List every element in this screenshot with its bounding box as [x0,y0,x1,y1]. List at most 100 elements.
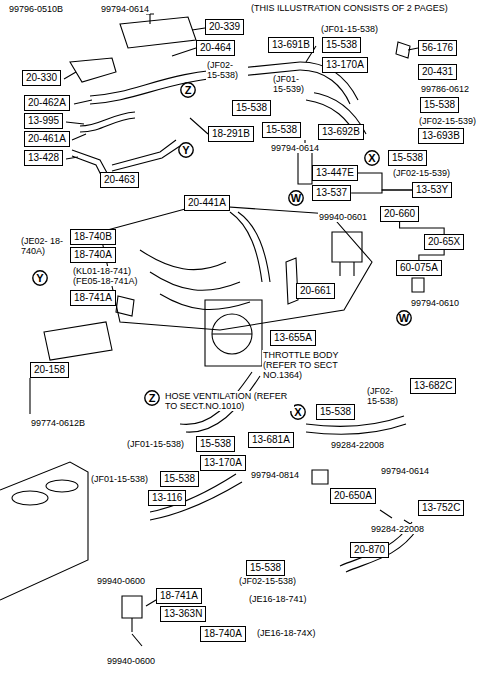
part-number: 15-538 [200,438,231,449]
part-number-box: 20-661 [296,283,335,299]
part-number-box: 13-691B [268,37,314,53]
part-number: 18-740A [74,249,112,260]
bracket [70,58,116,82]
part-number: 20-464 [200,42,231,53]
reference-circle: W [396,310,412,326]
bore [12,491,48,505]
part-number: 20-461A [28,133,66,144]
callout-label: 99794-0610 [410,298,460,308]
callout-label: 99794-0614 [380,466,430,476]
callout-label: (JE02- 18-740A) [20,236,66,256]
bracket-line [400,222,445,234]
leader [132,600,156,646]
part-number-box: 13-447E [312,165,358,181]
canister [30,296,134,414]
reference-circle: Y [32,270,48,286]
part-number: 13-655A [274,332,312,343]
callout-label: (JF01-15-538) [320,24,379,34]
part-number: 13-363N [164,608,202,619]
part-number: 13-537 [316,187,347,198]
part-number: 15-538 [326,39,357,50]
part-number-box: 20-461A [24,131,70,147]
hoses-top [64,28,418,159]
part-number-box: 15-538 [316,404,355,420]
part-number: 15-538 [250,562,281,573]
part-number-box: 13-752C [418,500,464,516]
callout-label: (KL01-18-741) (FE05-18-741A) [72,266,146,286]
part-number: 20-462A [28,97,66,108]
callout-label: (JF02-15-539) [418,116,477,126]
part-number: 18-291B [212,128,250,139]
part-number-box: 15-538 [388,150,427,166]
part-number-box: 15-538 [232,100,271,116]
callout-label: (JF01-15-538) [126,439,185,449]
part-number-box: 13-170A [322,57,368,73]
clip [396,42,410,58]
tube [90,70,300,104]
callout-label: 99940-0600 [96,576,146,586]
part-number: 18-741A [160,590,198,601]
part-number-box: 20-441A [184,195,230,211]
cylinder-block [0,462,156,646]
part-number: 18-741A [74,292,112,303]
part-number-box: 13-681A [248,432,294,448]
part-number-box: 13-363N [160,606,206,622]
callout-label: (JE16-18-741) [248,594,308,604]
plate [120,17,196,48]
callout-label: 99796-0510B [8,4,64,14]
part-number: 13-53Y [416,184,448,195]
callout-label: (JF02-15-538) [238,576,297,586]
canister-body [44,322,112,360]
circle-shape [289,191,303,205]
part-number: 20-431 [422,66,453,77]
part-number-box: 15-538 [196,436,235,452]
solenoid [332,232,362,276]
callout-label: 99794-0614 [270,143,320,153]
part-number-box: 13-537 [312,185,351,201]
part-number-box: 20-158 [30,362,69,378]
circle-shape [179,143,193,157]
callout-label: (JF01- 15-539) [272,74,314,94]
reference-circle: Z [144,390,160,406]
part-number: 15-538 [320,406,351,417]
callout-label: 99284-22008 [330,440,385,450]
bracket-line [351,190,412,193]
callout-label: (THIS ILLUSTRATION CONSISTS OF 2 PAGES) [250,3,449,13]
pipe [230,212,270,282]
reference-circle: Y [178,142,194,158]
leader [64,28,418,159]
part-number: 20-660 [384,208,415,219]
hose [306,92,366,138]
reference-circle: Z [180,82,196,98]
reference-circle: X [364,150,380,166]
callout-label: THROTTLE BODY (REFER TO SECT NO.1364) [262,350,374,380]
callout-label: 99774-0612B [30,418,86,428]
part-number: 13-691B [272,39,310,50]
part-number: 18-740A [204,628,242,639]
part-number-box: 20-65X [424,234,464,250]
part-number: 20-463 [104,174,135,185]
part-number-box: 20-464 [196,40,235,56]
part-number-box: 20-650A [330,488,376,504]
callout-label: (JE16-18-74X) [256,628,317,638]
part-number-box: 13-428 [24,150,63,166]
part-number: W [396,310,412,326]
bore [46,480,78,492]
sensor [412,278,424,292]
pipe [80,112,135,132]
part-number: W [288,190,304,206]
part-number-box: 20-330 [22,70,61,86]
part-number-box: 20-462A [24,95,70,111]
circle-shape [145,391,159,405]
part-number-box: 20-660 [380,206,419,222]
part-number: 15-538 [236,102,267,113]
bore [212,314,252,354]
shaft [212,333,252,334]
part-number-box: 13-995 [24,113,63,129]
part-number: 60-075A [400,262,438,273]
part-number-box: 18-740A [70,247,116,263]
part-number-box: 15-538 [246,560,285,576]
block [0,462,88,600]
part-number: 13-693B [422,130,460,141]
